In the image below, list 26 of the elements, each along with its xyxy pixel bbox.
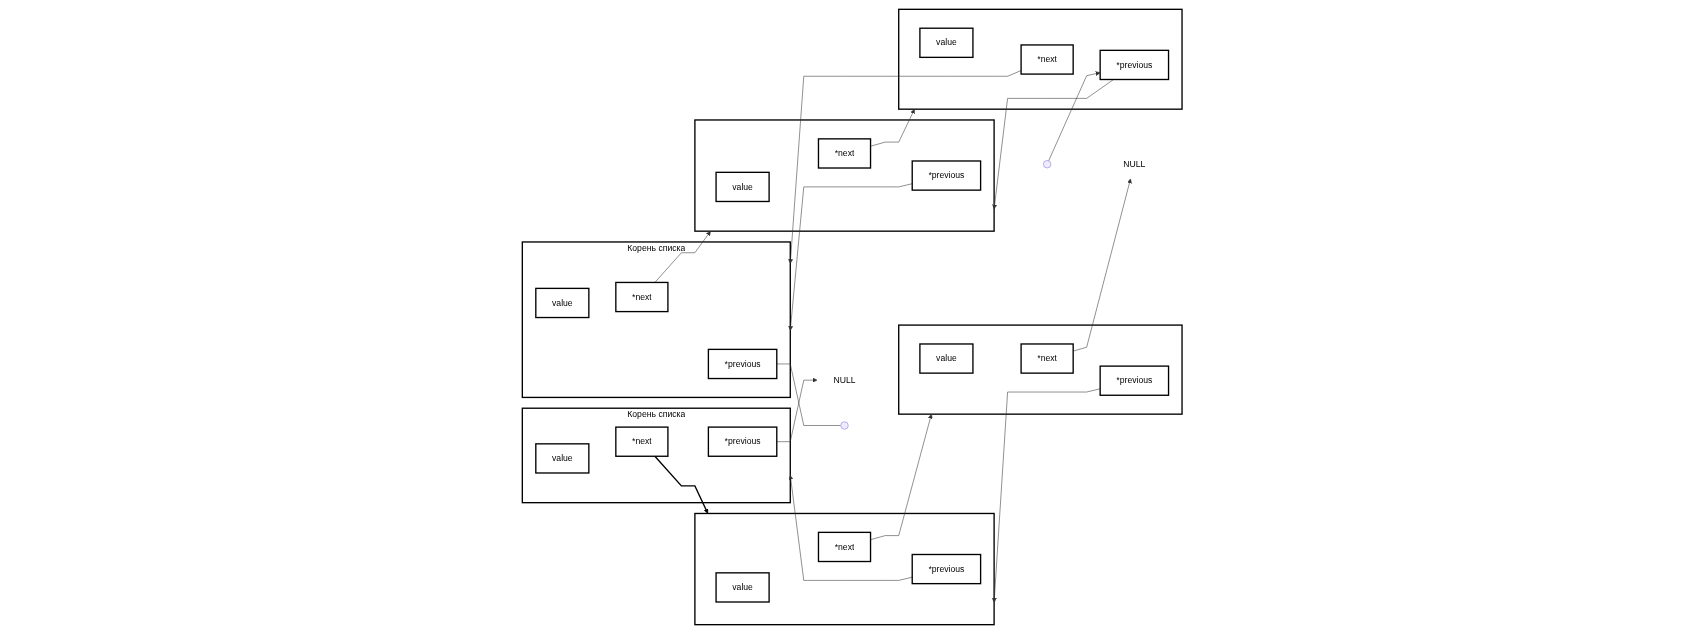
cluster	[897, 324, 1183, 415]
node-box: value	[534, 287, 590, 319]
connector	[776, 363, 841, 426]
node-box: *next	[817, 138, 872, 169]
cluster	[897, 8, 1183, 110]
node-box: *next	[614, 426, 669, 457]
node-box: *previous	[911, 553, 982, 585]
node-text: NULL	[1123, 159, 1146, 169]
node-box: *previous	[707, 348, 778, 380]
node-box: *next	[1020, 44, 1074, 75]
node-box: *previous	[1099, 49, 1170, 81]
node-text: NULL	[833, 375, 856, 385]
node-box: *next	[1020, 343, 1074, 374]
node-box: value	[919, 27, 974, 59]
arrow	[654, 455, 708, 514]
cluster	[694, 512, 995, 626]
node-box: value	[919, 343, 974, 374]
node-box: *next	[817, 531, 872, 563]
node-box: *previous	[1099, 365, 1170, 396]
node-box: value	[715, 171, 770, 203]
cluster	[694, 119, 995, 232]
node-box: *next	[614, 281, 669, 313]
node-box: *previous	[707, 426, 778, 457]
node-box: value	[715, 572, 770, 603]
node-box: *previous	[911, 160, 982, 191]
node-box: value	[534, 443, 590, 474]
